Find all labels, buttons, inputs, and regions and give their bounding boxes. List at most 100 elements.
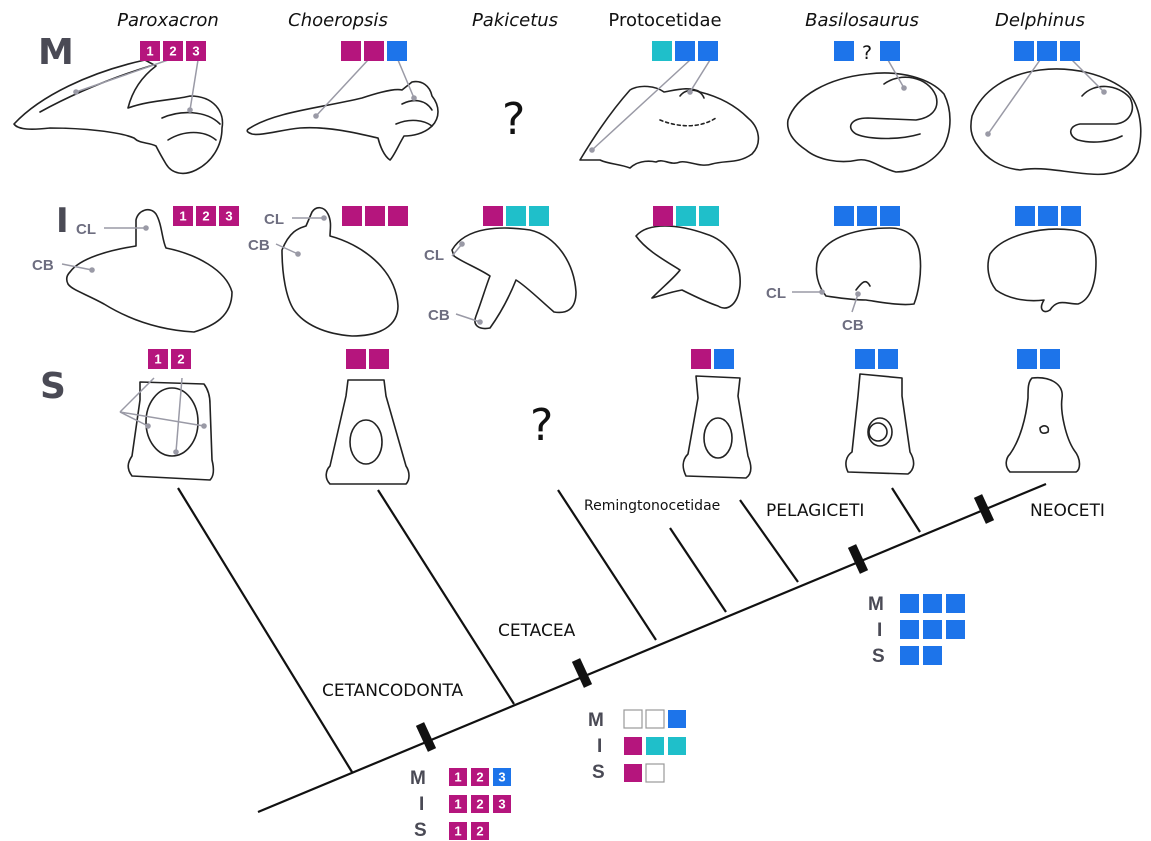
- state-choeropsis-i-square-3: [388, 206, 408, 226]
- state-paroxacron-m-square-number-1: 1: [146, 44, 153, 59]
- state-basilosaurus-i-square-2: [857, 206, 877, 226]
- clade-label-cetacea: CETACEA: [498, 621, 576, 641]
- clade-cetacea-i-square-1: [624, 737, 642, 755]
- label-cl-paroxacron: CL: [76, 221, 96, 238]
- state-paroxacron-s-square-number-1: 1: [154, 352, 161, 367]
- state-protocetidae-m-square-2: [675, 41, 695, 61]
- state-paroxacron-m-square-number-3: 3: [192, 44, 199, 59]
- state-paroxacron-s-square-number-2: 2: [177, 352, 184, 367]
- branch-choeropsis: [377, 489, 515, 705]
- stapes-basilosaurus: [845, 373, 915, 475]
- tree-trunk: [257, 482, 1047, 814]
- state-delphinus-i-square-1: [1015, 206, 1035, 226]
- malleus-choeropsis: [246, 80, 439, 161]
- malleus-protocetidae: [579, 85, 760, 169]
- state-protocetidae-i-square-3: [699, 206, 719, 226]
- clade-cetancodonta-s-square-2: [471, 822, 489, 840]
- key-letter-cetancodonta-i: I: [419, 794, 424, 815]
- row-letter-m: M: [38, 32, 74, 73]
- unknown-stapes-pakicetus: ?: [530, 400, 553, 451]
- state-paroxacron-s-square-1: [148, 349, 168, 369]
- clade-cetancodonta-s-square-number-1: 1: [454, 824, 461, 839]
- clade-pelagiceti-i-square-1: [900, 620, 919, 639]
- key-letter-pelagiceti-m: M: [868, 594, 884, 615]
- state-paroxacron-m-square-3: [186, 41, 206, 61]
- state-protocetidae-s-square-2: [714, 349, 734, 369]
- state-choeropsis-i-square-1: [342, 206, 362, 226]
- state-protocetidae-i-square-2: [676, 206, 696, 226]
- state-paroxacron-m-square-1: [140, 41, 160, 61]
- node-mark-cetacea: [571, 658, 593, 688]
- malleus-delphinus: [970, 68, 1142, 176]
- key-letter-cetancodonta-m: M: [410, 768, 426, 789]
- clade-cetancodonta-i-square-3: [493, 795, 511, 813]
- clade-cetancodonta-m-square-2: [471, 768, 489, 786]
- clade-cetacea-m-square-2: [645, 709, 665, 729]
- clade-cetancodonta-m-square-1: [449, 768, 467, 786]
- clade-pelagiceti-m-square-2: [923, 594, 942, 613]
- clade-cetancodonta-i-square-number-1: 1: [454, 797, 461, 812]
- stapes-delphinus: [1005, 376, 1081, 473]
- incus-paroxacron: [65, 208, 233, 333]
- taxon-label-pakicetus: Pakicetus: [472, 10, 558, 31]
- state-choeropsis-s-square-2: [369, 349, 389, 369]
- state-choeropsis-s-square-1: [346, 349, 366, 369]
- clade-pelagiceti-s-square-2: [923, 646, 942, 665]
- state-basilosaurus-i-square-1: [834, 206, 854, 226]
- state-delphinus-i-square-3: [1061, 206, 1081, 226]
- stapes-paroxacron: [127, 381, 215, 481]
- state-delphinus-i-square-2: [1038, 206, 1058, 226]
- state-choeropsis-m-square-1: [341, 41, 361, 61]
- branch-basilosaurus: [891, 487, 921, 533]
- clade-cetancodonta-m-square-number-3: 3: [498, 770, 505, 785]
- state-protocetidae-m-square-3: [698, 41, 718, 61]
- branch-remingtonocetidae: [669, 527, 727, 613]
- state-paroxacron-m-square-2: [163, 41, 183, 61]
- label-cb-choeropsis: CB: [248, 237, 270, 254]
- incus-protocetidae: [635, 225, 741, 309]
- malleus-basilosaurus: [786, 72, 951, 173]
- state-choeropsis-m-square-3: [387, 41, 407, 61]
- branch-protocetidae: [739, 499, 799, 583]
- stapes-protocetidae: [682, 375, 752, 479]
- label-cl-pakicetus: CL: [424, 247, 444, 264]
- taxon-label-delphinus: Delphinus: [995, 10, 1085, 31]
- stapes-choeropsis: [325, 379, 410, 485]
- key-letter-cetacea-s: S: [592, 762, 605, 783]
- clade-label-neoceti: NEOCETI: [1030, 501, 1105, 521]
- branch-paroxacron: [177, 487, 353, 773]
- state-pakicetus-i-square-3: [529, 206, 549, 226]
- key-letter-pelagiceti-s: S: [872, 646, 885, 667]
- state-paroxacron-i-square-1: [173, 206, 193, 226]
- taxon-label-paroxacron: Paroxacron: [117, 10, 219, 31]
- incus-delphinus: [987, 228, 1097, 313]
- key-letter-cetacea-i: I: [597, 736, 602, 757]
- state-basilosaurus-i-square-3: [880, 206, 900, 226]
- clade-cetancodonta-s-square-number-2: 2: [476, 824, 483, 839]
- clade-label-cetancodonta: CETANCODONTA: [322, 681, 464, 701]
- key-letter-pelagiceti-i: I: [877, 620, 882, 641]
- state-basilosaurus-m-unknown-2: ?: [862, 42, 872, 64]
- leader-dots: [73, 85, 1107, 455]
- clade-cetacea-s-square-2: [645, 763, 665, 783]
- label-cb-paroxacron: CB: [32, 257, 54, 274]
- leader-lines: [61, 59, 1105, 453]
- label-cl-basilosaurus: CL: [766, 285, 786, 302]
- clade-cetancodonta-m-square-number-1: 1: [454, 770, 461, 785]
- state-basilosaurus-s-square-2: [878, 349, 898, 369]
- clade-cetacea-m-square-3: [668, 710, 686, 728]
- branch-pakicetus: [557, 489, 657, 641]
- clade-label-remingtonocetidae: Remingtonocetidae: [584, 498, 720, 514]
- state-paroxacron-i-square-number-1: 1: [179, 209, 186, 224]
- incus-basilosaurus: [815, 227, 922, 306]
- state-delphinus-m-square-2: [1037, 41, 1057, 61]
- row-letter-s: S: [40, 366, 66, 407]
- key-letter-cetancodonta-s: S: [414, 820, 427, 841]
- state-choeropsis-m-square-2: [364, 41, 384, 61]
- clade-cetancodonta-i-square-number-3: 3: [498, 797, 505, 812]
- row-letter-i: I: [56, 201, 69, 241]
- clade-label-pelagiceti: PELAGICETI: [766, 501, 864, 521]
- clade-pelagiceti-s-square-1: [900, 646, 919, 665]
- state-delphinus-m-square-1: [1014, 41, 1034, 61]
